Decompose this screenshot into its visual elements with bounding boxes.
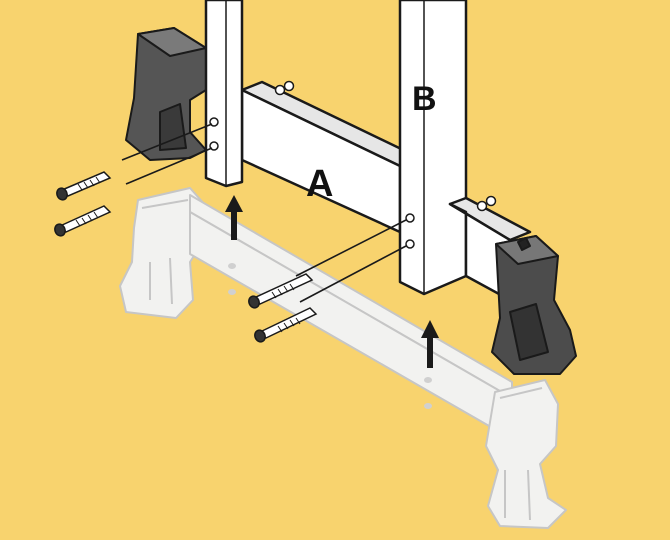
left-upright — [204, 0, 244, 188]
label-part-b: B — [412, 80, 437, 118]
nut-icon — [274, 80, 295, 96]
arrow-up-icon — [225, 195, 243, 240]
bolt-icon — [56, 171, 112, 201]
ghost-holes — [228, 263, 432, 409]
panel-a — [240, 80, 422, 234]
bolt-icon — [254, 307, 318, 343]
right-foot-cap — [491, 235, 577, 375]
arrow-up-icon — [421, 320, 439, 368]
right-upright — [398, 0, 468, 296]
bolt-icon — [248, 273, 314, 309]
nut-icon — [476, 195, 497, 212]
right-lower-panel — [448, 196, 532, 302]
bolt-guide-lines — [121, 123, 407, 303]
right-upright-holes — [405, 213, 415, 249]
label-part-a: A — [306, 163, 333, 205]
left-foot-cap — [125, 27, 207, 161]
bolt-icon — [54, 205, 112, 237]
